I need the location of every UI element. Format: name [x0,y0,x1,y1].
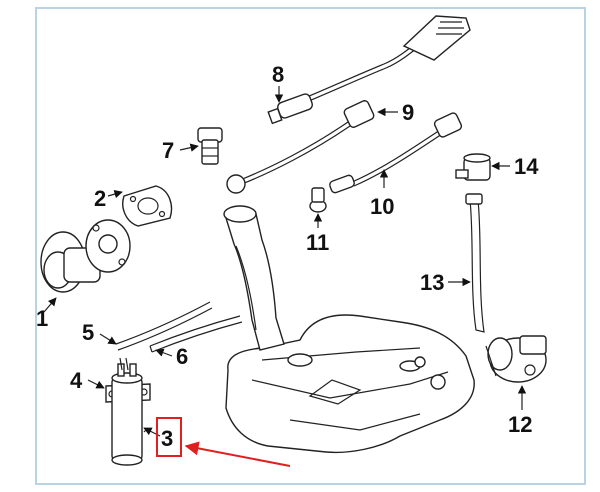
callout-label: 6 [176,344,188,369]
callout-label: 5 [82,320,94,345]
callout-label: 12 [508,412,532,437]
purge-pump-icon [485,335,547,383]
fuel-tank-icon [223,205,475,454]
callout-label: 9 [402,100,414,125]
egr-valve-icon [40,219,131,293]
callout-6: 6 [155,344,188,369]
callout-label: 1 [36,306,48,331]
callout-11: 11 [306,213,329,255]
callout-label: 11 [306,230,329,255]
callout-label: 14 [514,154,539,179]
callout-label: 7 [162,138,174,163]
callout-5: 5 [82,320,117,345]
callout-label: 8 [272,62,284,87]
speed-sensor-icon [197,127,223,165]
oxygen-sensor-lower-icon [329,112,463,194]
callout-label: 2 [94,186,106,211]
callout-3-highlight-box [156,417,182,457]
temperature-sensor-icon [309,187,327,213]
callout-8: 8 [272,62,284,103]
gasket-icon [122,185,173,227]
knock-sensor-icon [226,100,375,194]
vent-hose-icon [465,193,485,333]
callout-9: 9 [377,100,414,125]
callout-4: 4 [70,368,105,393]
callout-label: 10 [370,194,394,219]
callout-2: 2 [94,186,123,211]
callout-label: 3 [161,426,173,451]
callout-13: 13 [420,270,471,295]
highlight-arrow [184,441,291,467]
oxygen-sensor-upper-icon [267,15,471,125]
canister-icon [111,363,143,466]
callout-1: 1 [36,297,57,331]
callout-10: 10 [370,169,394,219]
vent-valve-icon [455,153,491,181]
callout-label: 13 [420,270,444,295]
callout-14: 14 [491,154,539,179]
callout-3: 3 [143,417,291,467]
hose-icon [115,301,243,371]
callout-label: 4 [70,368,83,393]
callout-12: 12 [508,385,532,437]
callout-7: 7 [162,138,199,163]
